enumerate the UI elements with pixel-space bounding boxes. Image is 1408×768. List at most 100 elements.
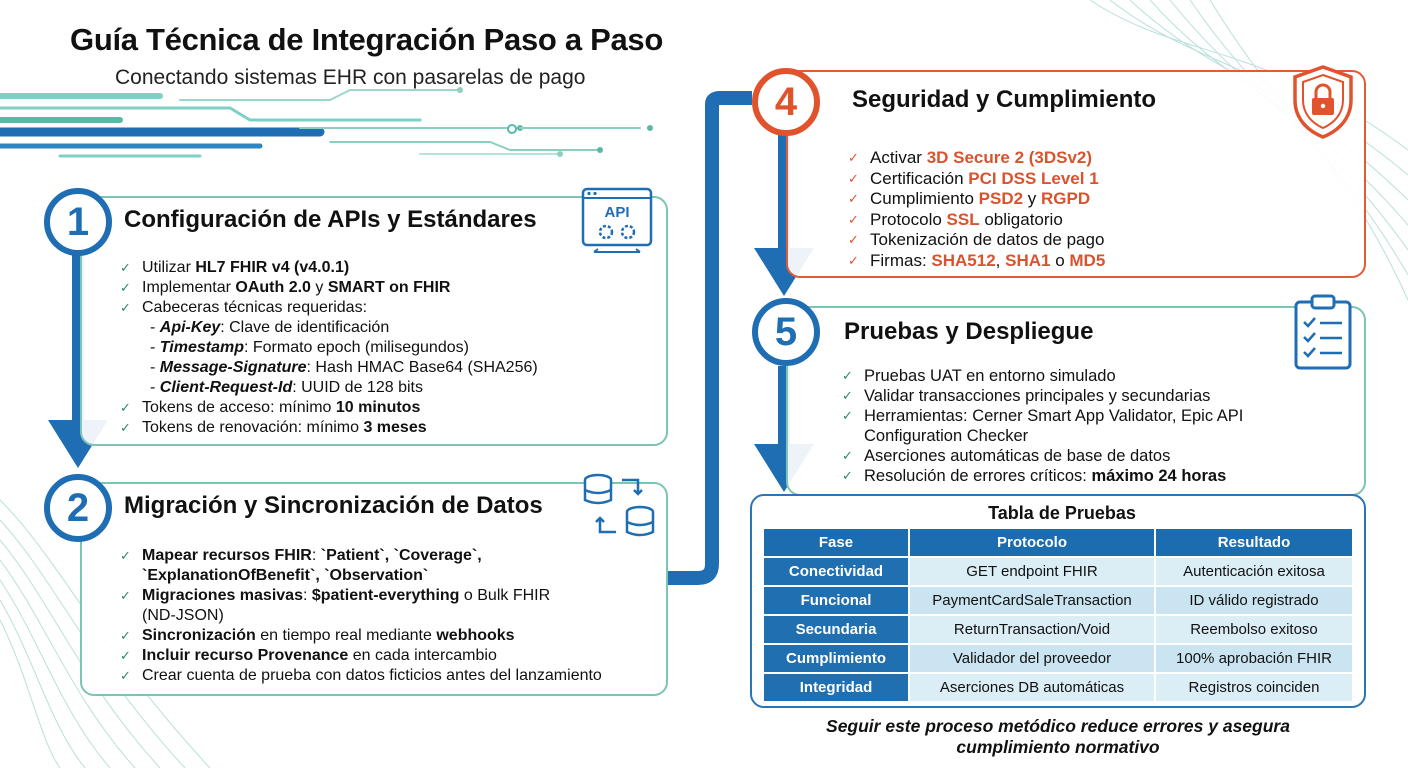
step-4-circle: 4 <box>752 68 820 136</box>
page-title: Guía Técnica de Integración Paso a Paso <box>70 22 664 57</box>
list-item: ✓Incluir recurso Provenance en cada inte… <box>120 647 497 664</box>
table-row: Integridad Aserciones DB automáticas Reg… <box>764 674 1352 701</box>
database-sync-icon <box>583 473 655 537</box>
table-cell-phase: Integridad <box>764 674 908 701</box>
footer-note: Seguir este proceso metódico reduce erro… <box>770 716 1346 758</box>
table-cell-result: 100% aprobación FHIR <box>1156 645 1352 672</box>
section-1-panel <box>80 196 668 446</box>
list-item-continuation: Configuration Checker <box>864 427 1029 445</box>
list-item: ✓Tokens de acceso: mínimo 10 minutos <box>120 399 421 416</box>
table-cell-phase: Cumplimiento <box>764 645 908 672</box>
list-item: ✓Sincronización en tiempo real mediante … <box>120 627 515 644</box>
table-row: Cumplimiento Validador del proveedor 100… <box>764 645 1352 672</box>
check-icon: ✓ <box>120 400 131 415</box>
list-item: ✓Protocolo SSL obligatorio <box>848 209 1063 229</box>
check-icon: ✓ <box>848 191 859 206</box>
check-icon: ✓ <box>848 232 859 247</box>
list-item: ✓Validar transacciones principales y sec… <box>842 387 1211 405</box>
table-row: Funcional PaymentCardSaleTransaction ID … <box>764 587 1352 614</box>
list-item: ✓Utilizar HL7 FHIR v4 (v4.0.1) <box>120 259 350 276</box>
check-icon: ✓ <box>120 548 131 563</box>
clipboard-checklist-icon <box>1294 294 1352 370</box>
list-item: ✓Crear cuenta de prueba con datos fictic… <box>120 667 602 684</box>
table-cell-result: ID válido registrado <box>1156 587 1352 614</box>
list-item: ✓Firmas: SHA512, SHA1 o MD5 <box>848 250 1106 270</box>
section-5-panel <box>786 306 1366 496</box>
table-cell-phase: Conectividad <box>764 558 908 585</box>
section-2-list: ✓Mapear recursos FHIR: `Patient`, `Cover… <box>120 546 660 686</box>
check-icon: ✓ <box>120 300 131 315</box>
table-row: Secundaria ReturnTransaction/Void Reembo… <box>764 616 1352 643</box>
check-icon: ✓ <box>120 280 131 295</box>
check-icon: ✓ <box>842 448 853 463</box>
table-row: Conectividad GET endpoint FHIR Autentica… <box>764 558 1352 585</box>
check-icon: ✓ <box>848 252 859 268</box>
step-5-circle: 5 <box>752 298 820 366</box>
table-cell-phase: Funcional <box>764 587 908 614</box>
check-icon: ✓ <box>120 648 131 663</box>
list-item: ✓Tokens de renovación: mínimo 3 meses <box>120 419 427 436</box>
list-item-continuation: (ND-JSON) <box>142 607 224 624</box>
tests-table-title: Tabla de Pruebas <box>988 503 1136 523</box>
check-icon: ✓ <box>842 468 853 483</box>
tests-table: Fase Protocolo Resultado Conectividad GE… <box>762 527 1354 703</box>
table-cell-protocol: GET endpoint FHIR <box>910 558 1154 585</box>
list-item: ✓Implementar OAuth 2.0 y SMART on FHIR <box>120 279 451 296</box>
table-cell-protocol: PaymentCardSaleTransaction <box>910 587 1154 614</box>
footer-line-2: cumplimiento normativo <box>956 737 1160 757</box>
api-gears-icon: API <box>581 187 653 253</box>
list-item: ✓Mapear recursos FHIR: `Patient`, `Cover… <box>120 547 482 564</box>
table-cell-phase: Secundaria <box>764 616 908 643</box>
shield-lock-icon <box>1293 65 1353 139</box>
column-header-fase: Fase <box>764 529 908 556</box>
check-icon: ✓ <box>120 668 131 683</box>
step-2-circle: 2 <box>44 474 112 542</box>
list-item: ✓Aserciones automáticas de base de datos <box>842 447 1171 465</box>
section-2-panel <box>80 482 668 696</box>
wave-lines-bottom-left <box>0 499 211 768</box>
step-1-circle: 1 <box>44 188 112 256</box>
check-icon: ✓ <box>848 170 859 186</box>
list-item: ✓Activar 3D Secure 2 (3DSv2) <box>848 148 1093 167</box>
page-subtitle: Conectando sistemas EHR con pasarelas de… <box>115 66 586 89</box>
table-cell-protocol: ReturnTransaction/Void <box>910 616 1154 643</box>
check-icon: ✓ <box>842 408 853 423</box>
list-item: ✓Pruebas UAT en entorno simulado <box>842 367 1116 385</box>
table-cell-protocol: Aserciones DB automáticas <box>910 674 1154 701</box>
arrow-2-to-4 <box>668 91 752 585</box>
check-icon: ✓ <box>120 420 131 435</box>
table-cell-protocol: Validador del proveedor <box>910 645 1154 672</box>
check-icon: ✓ <box>120 588 131 603</box>
header-item-timestamp: - Timestamp: Formato epoch (milisegundos… <box>150 339 469 356</box>
list-item: ✓Resolución de errores críticos: máximo … <box>842 467 1227 485</box>
column-header-protocolo: Protocolo <box>910 529 1154 556</box>
section-5-list: ✓Pruebas UAT en entorno simulado ✓Valida… <box>842 366 1352 486</box>
column-header-resultado: Resultado <box>1156 529 1352 556</box>
section-1-list: ✓Utilizar HL7 FHIR v4 (v4.0.1) ✓Implemen… <box>120 258 660 438</box>
table-header-row: Fase Protocolo Resultado <box>764 529 1352 556</box>
footer-line-1: Seguir este proceso metódico reduce erro… <box>826 716 1290 736</box>
header-item-client-request-id: - Client-Request-Id: UUID de 128 bits <box>150 379 423 396</box>
table-cell-result: Registros coinciden <box>1156 674 1352 701</box>
check-icon: ✓ <box>842 368 853 383</box>
section-4-panel <box>786 70 1366 278</box>
list-item: ✓Cabeceras técnicas requeridas: <box>120 299 368 316</box>
list-item: ✓Tokenización de datos de pago <box>848 230 1105 249</box>
check-icon: ✓ <box>120 628 131 643</box>
section-5-title: Pruebas y Despliegue <box>844 318 1094 345</box>
list-item: ✓Herramientas: Cerner Smart App Validato… <box>842 407 1244 425</box>
header-item-api-key: - Api-Key: Clave de identificación <box>150 319 390 336</box>
table-cell-result: Reembolso exitoso <box>1156 616 1352 643</box>
list-item: ✓Cumplimiento PSD2 y RGPD <box>848 189 1091 208</box>
list-item: ✓Certificación PCI DSS Level 1 <box>848 168 1099 188</box>
circuit-lines <box>0 87 653 158</box>
section-2-title: Migración y Sincronización de Datos <box>124 492 543 519</box>
check-icon: ✓ <box>120 260 131 275</box>
api-icon-text: API <box>604 204 629 221</box>
section-4-title: Seguridad y Cumplimiento <box>852 86 1157 113</box>
section-1-title: Configuración de APIs y Estándares <box>124 206 537 233</box>
check-icon: ✓ <box>842 388 853 403</box>
list-item: ✓Migraciones masivas: $patient-everythin… <box>120 587 551 604</box>
check-icon: ✓ <box>848 211 859 227</box>
section-4-list: ✓Activar 3D Secure 2 (3DSv2) ✓Certificac… <box>848 148 1348 271</box>
